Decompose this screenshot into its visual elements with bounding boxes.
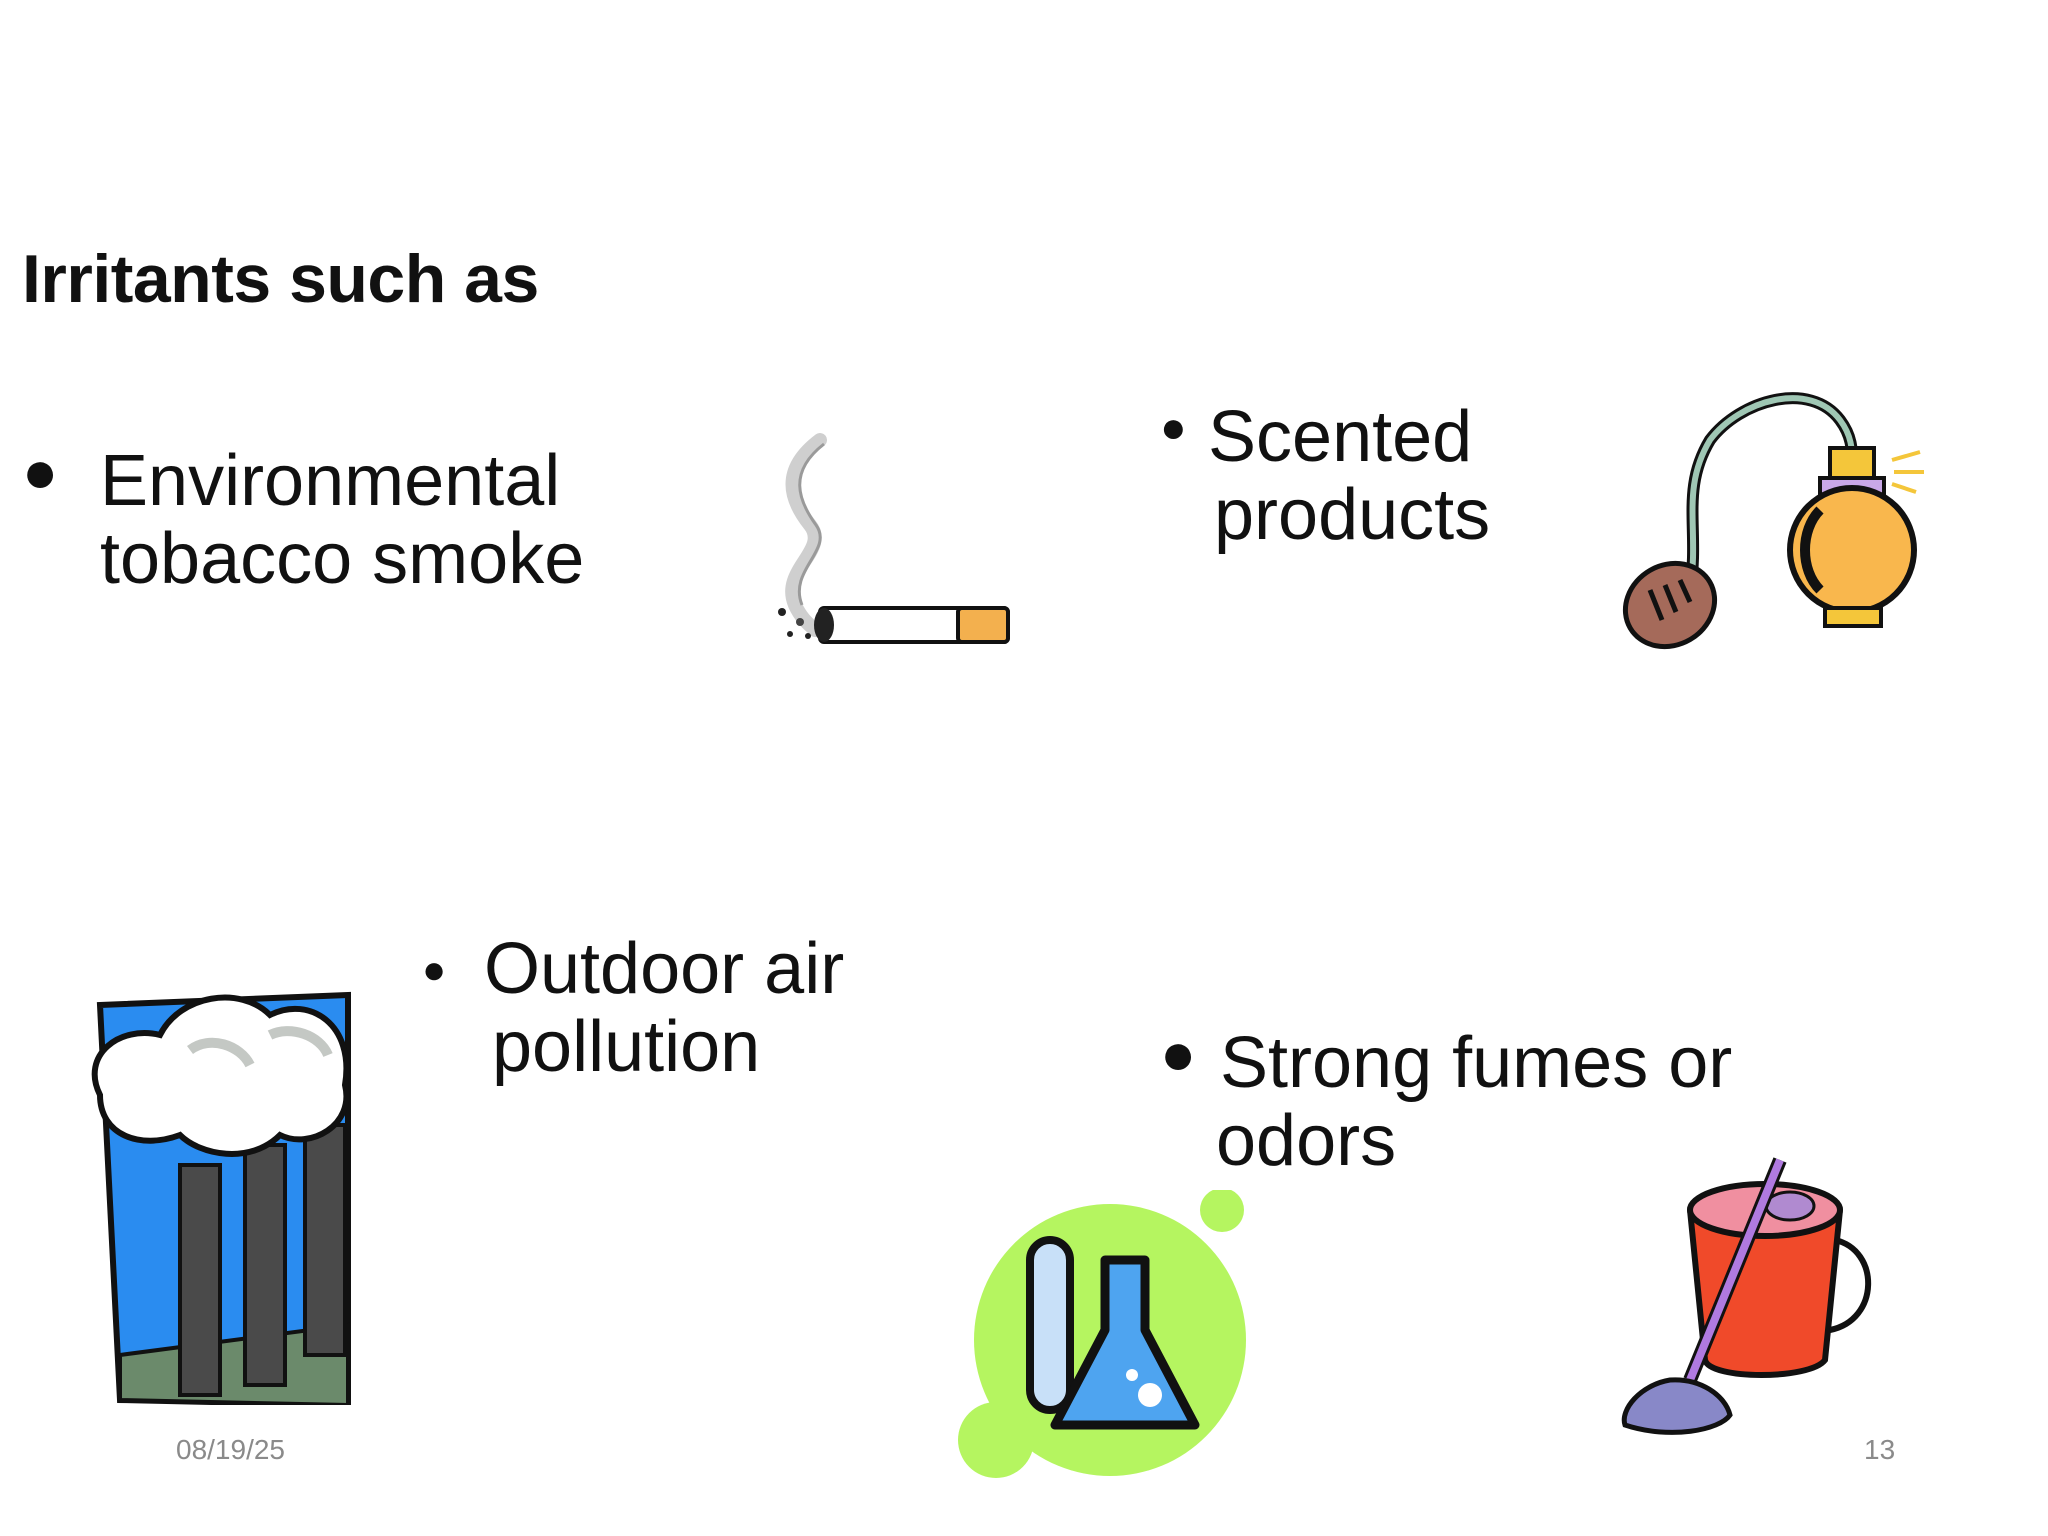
bullet-line: Strong fumes or: [1220, 1023, 1733, 1103]
factory-smokestacks-icon: [91, 991, 351, 1405]
bullet-line: products: [1214, 475, 1491, 555]
bullet-line: pollution: [492, 1007, 761, 1087]
footer-date: 08/19/25: [176, 1434, 285, 1465]
bullet-dot: ●: [22, 438, 59, 505]
footer-page-number: 13: [1864, 1434, 1896, 1465]
bullet-line: Environmental: [100, 441, 561, 521]
bullet-line: odors: [1216, 1101, 1397, 1181]
bullet-dot: ●: [1160, 403, 1187, 452]
cigarette-icon: [778, 433, 1010, 644]
slide-heading: Irritants such as: [22, 241, 539, 317]
lab-flasks-icon: [958, 1190, 1246, 1478]
perfume-atomizer-icon: [1622, 392, 1924, 650]
bullet-tobacco-smoke: ● Environmental tobacco smoke: [22, 441, 585, 599]
bullet-outdoor-air-pollution: ● Outdoor air pollution: [422, 929, 845, 1087]
bullet-scented-products: ● Scented products: [1160, 397, 1491, 555]
bullet-line: tobacco smoke: [100, 519, 585, 599]
bullet-dot: ●: [422, 948, 447, 992]
bullet-line: Outdoor air: [484, 929, 845, 1009]
bullet-line: Scented: [1208, 397, 1473, 477]
mop-and-bucket-icon: [1621, 1157, 1872, 1435]
bullet-dot: ●: [1160, 1020, 1197, 1087]
bullet-strong-fumes: ● Strong fumes or odors: [1160, 1023, 1733, 1181]
